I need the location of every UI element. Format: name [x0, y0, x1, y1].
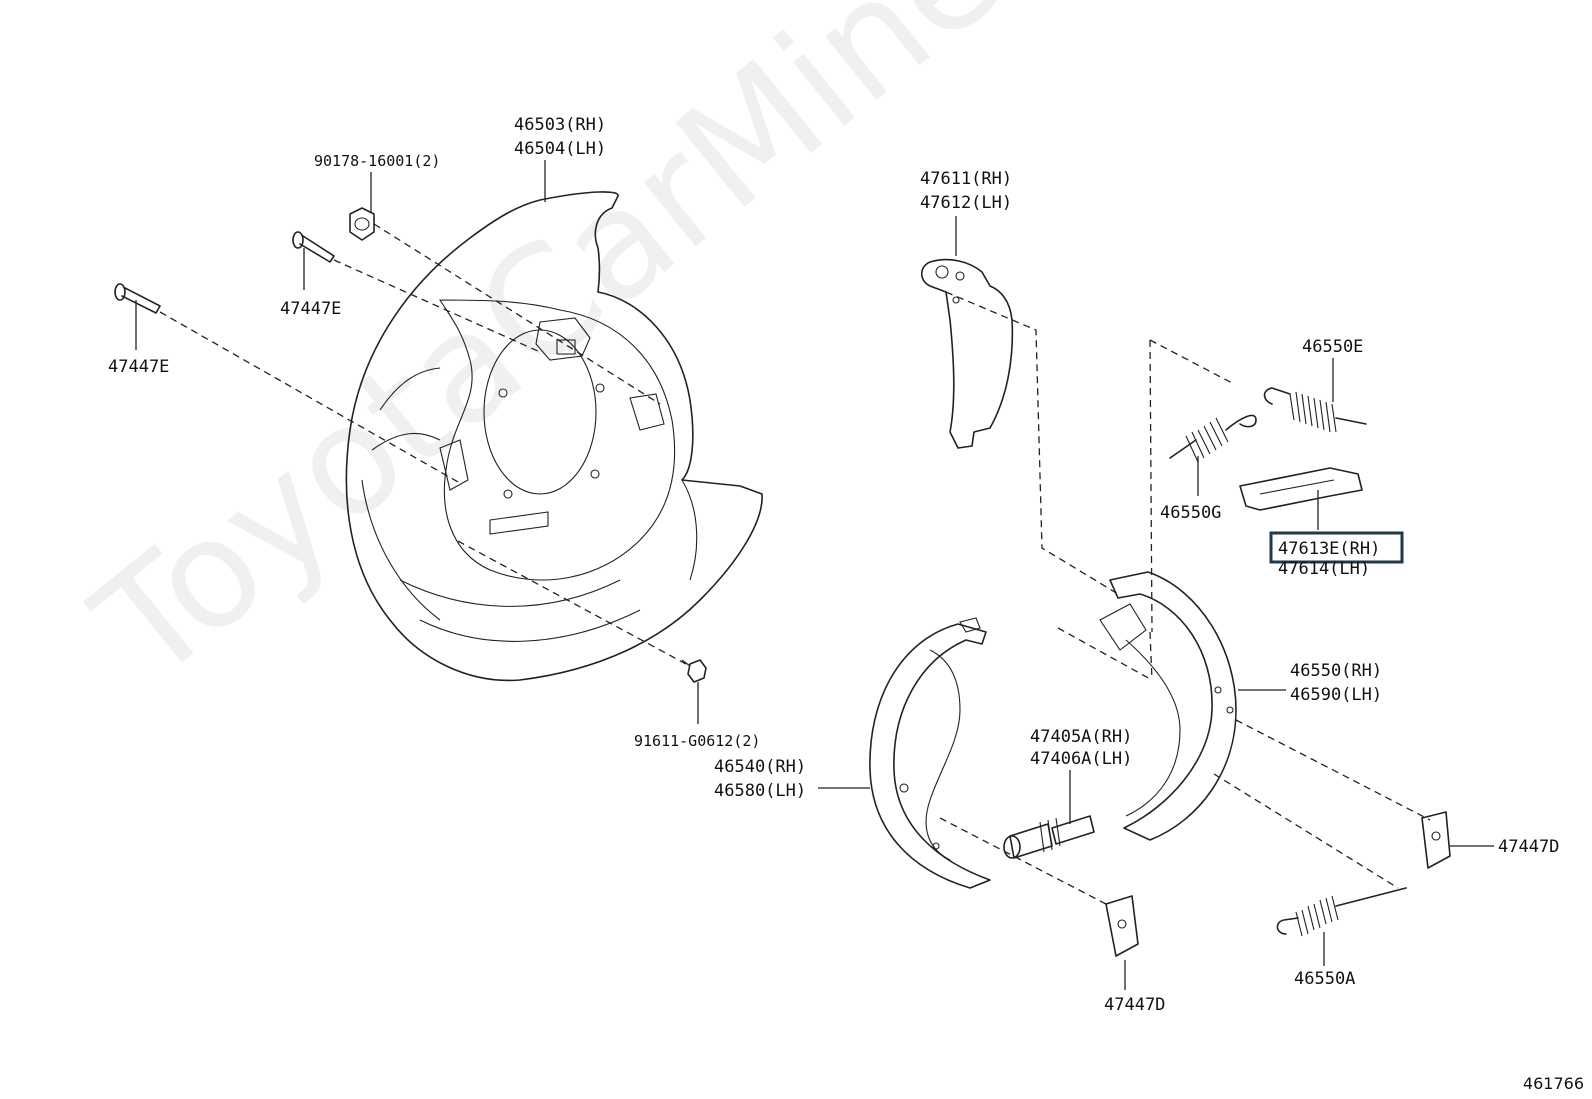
- diagram-reference-number: 461766: [1522, 1074, 1584, 1093]
- hold-down-clip-bottom[interactable]: [1105, 895, 1139, 957]
- label-bolt-left[interactable]: 47447E: [108, 357, 169, 377]
- label-spring-e[interactable]: 46550E: [1302, 337, 1363, 357]
- label-bolt-upper[interactable]: 47447E: [280, 299, 341, 319]
- flange-nut[interactable]: [349, 207, 375, 241]
- brake-shoe-right[interactable]: [1099, 571, 1237, 841]
- label-clip-bottom[interactable]: 47447D: [1104, 995, 1165, 1015]
- label-adjuster-rh[interactable]: 47405A(RH): [1030, 727, 1132, 747]
- brake-shoe-left[interactable]: [869, 617, 991, 889]
- return-spring-e[interactable]: [1263, 387, 1367, 433]
- label-clip-right[interactable]: 47447D: [1498, 837, 1559, 857]
- leader-lines: [135, 160, 1494, 990]
- explode-lines: [159, 223, 1431, 905]
- stud-bolt-upper[interactable]: [292, 231, 335, 263]
- label-shoe-left-rh[interactable]: 46540(RH): [714, 757, 806, 777]
- label-screw[interactable]: 91611-G0612(2): [634, 732, 760, 750]
- label-shoe-right-rh[interactable]: 46550(RH): [1290, 661, 1382, 681]
- label-shoe-right-lh[interactable]: 46590(LH): [1290, 685, 1382, 705]
- parking-brake-strut[interactable]: [1239, 467, 1363, 511]
- label-shoe-left-lh[interactable]: 46580(LH): [714, 781, 806, 801]
- label-nut[interactable]: 90178-16001(2): [314, 152, 440, 170]
- label-backing-plate-lh[interactable]: 46504(LH): [514, 139, 606, 159]
- shoe-adjuster[interactable]: [1003, 815, 1095, 859]
- label-backing-plate-rh[interactable]: 46503(RH): [514, 115, 606, 135]
- label-spring-g[interactable]: 46550G: [1160, 503, 1221, 523]
- label-strut-lh[interactable]: 47614(LH): [1278, 559, 1370, 579]
- return-spring-a[interactable]: [1276, 887, 1407, 937]
- label-strut-rh[interactable]: 47613E(RH): [1278, 539, 1380, 559]
- return-spring-g[interactable]: [1169, 414, 1257, 463]
- stud-bolt-left[interactable]: [114, 283, 161, 314]
- label-lever-rh[interactable]: 47611(RH): [920, 169, 1012, 189]
- parking-brake-lever[interactable]: [920, 258, 1014, 449]
- flange-bolt[interactable]: [681, 659, 707, 683]
- label-lever-lh[interactable]: 47612(LH): [920, 193, 1012, 213]
- label-spring-a[interactable]: 46550A: [1294, 969, 1355, 989]
- hold-down-clip-right[interactable]: [1421, 811, 1451, 869]
- label-adjuster-lh[interactable]: 47406A(LH): [1030, 749, 1132, 769]
- highlight-box: [1269, 531, 1404, 564]
- part-labels: 46503(RH) 46504(LH) 90178-16001(2) 47447…: [108, 115, 1559, 1015]
- backing-plate[interactable]: [345, 191, 763, 682]
